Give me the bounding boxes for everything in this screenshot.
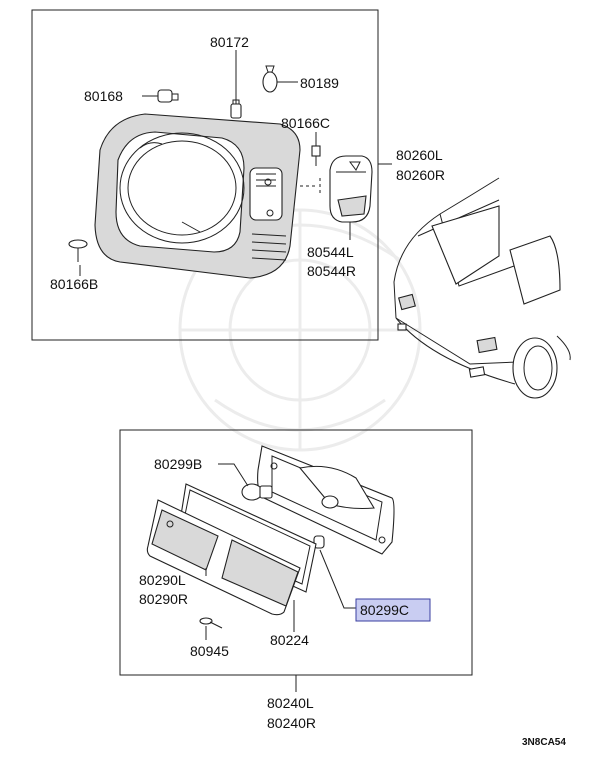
label-80166B[interactable]: 80166B — [50, 276, 98, 292]
upper-assembly-box — [31, 9, 379, 341]
screw-80166C — [311, 145, 321, 166]
label-80544R[interactable]: 80544R — [307, 263, 356, 279]
truck-outline — [393, 177, 571, 399]
label-80166C[interactable]: 80166C — [281, 115, 330, 131]
leader-lines-upper — [79, 50, 392, 276]
label-80290R[interactable]: 80290R — [139, 591, 188, 607]
leader-lines-lower — [205, 463, 356, 640]
label-80172[interactable]: 80172 — [210, 34, 249, 50]
clip-80168 — [157, 89, 179, 103]
screw-80945 — [199, 617, 223, 629]
label-80224[interactable]: 80224 — [270, 632, 309, 648]
lamp-housing — [257, 445, 395, 555]
label-80945[interactable]: 80945 — [190, 643, 229, 659]
label-80260L[interactable]: 80260L — [396, 147, 443, 163]
diagram-code: 3N8CA54 — [522, 737, 566, 748]
highlight-80299C — [355, 598, 431, 622]
label-80260R[interactable]: 80260R — [396, 167, 445, 183]
lower-assembly-box — [119, 429, 473, 692]
label-80544L[interactable]: 80544L — [307, 244, 354, 260]
label-80189[interactable]: 80189 — [300, 75, 339, 91]
label-80299B[interactable]: 80299B — [154, 456, 202, 472]
bulb-80299B — [241, 483, 273, 501]
label-80290L[interactable]: 80290L — [139, 572, 186, 588]
bulb-80189 — [262, 65, 278, 93]
headlamp-bezel — [94, 113, 301, 279]
side-marker-lamp — [300, 155, 373, 223]
label-80240R[interactable]: 80240R — [267, 715, 316, 731]
screw-80166B — [68, 239, 88, 262]
bulb-80299C — [313, 535, 325, 549]
lens-80290 — [146, 499, 301, 616]
label-80168[interactable]: 80168 — [84, 88, 123, 104]
label-80299C[interactable]: 80299C — [360, 602, 409, 618]
label-80240L[interactable]: 80240L — [267, 695, 314, 711]
